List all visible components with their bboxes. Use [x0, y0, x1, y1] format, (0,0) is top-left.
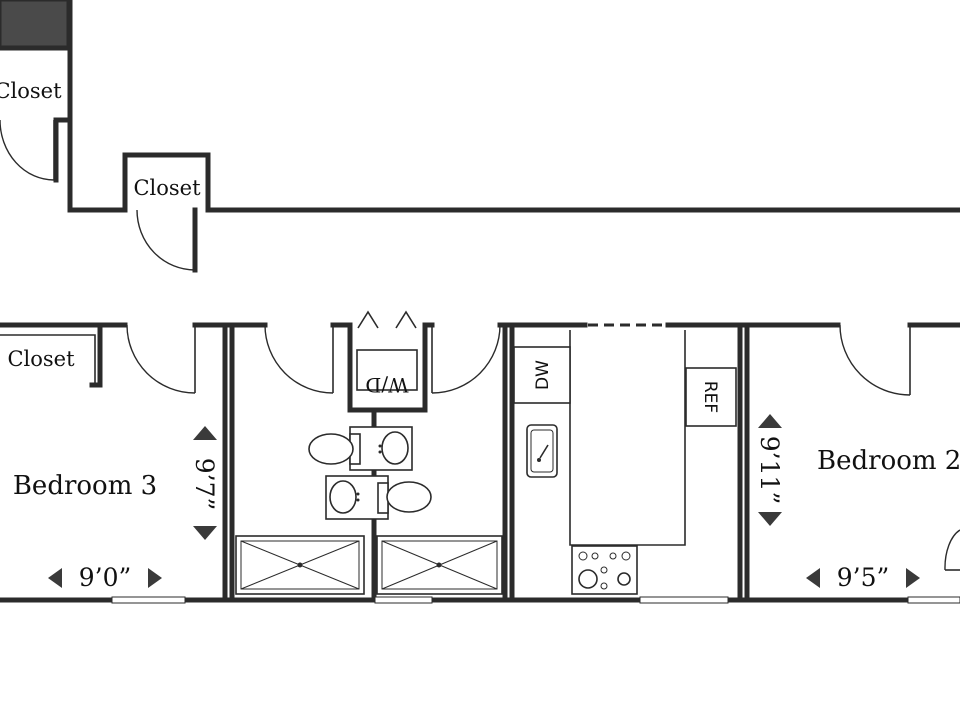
dim-bedroom3-length: 9’7”	[190, 426, 219, 540]
bath-fixtures	[308, 426, 432, 520]
washer-dryer	[356, 349, 418, 391]
arrow-left-icon	[806, 568, 820, 588]
dishwasher-label: DW	[533, 360, 553, 390]
door-bath-left	[264, 324, 334, 394]
toilet-lower	[386, 481, 432, 513]
arrow-left-icon	[48, 568, 62, 588]
kitchen: DW REF	[513, 323, 737, 595]
dim-bedroom3-width: 9’0”	[48, 563, 162, 592]
lower-walls	[0, 322, 960, 603]
window-bedroom3	[111, 596, 186, 604]
toilet-upper	[308, 433, 354, 465]
window-bath	[374, 596, 433, 604]
stove	[571, 545, 638, 595]
kitchen-sink	[526, 424, 558, 478]
dim-bedroom2-width: 9’5”	[806, 563, 920, 592]
door-bath-right	[431, 324, 501, 394]
shower-left	[235, 535, 365, 595]
arrow-up-icon	[758, 414, 782, 428]
window-bedroom2	[907, 596, 960, 604]
door-left-closet	[0, 334, 96, 383]
room-label-bedroom2: Bedroom 2	[817, 446, 960, 476]
arrow-right-icon	[148, 568, 162, 588]
closet-label-middle: Closet	[133, 176, 201, 200]
door-bedroom2-closet	[944, 529, 960, 571]
dishwasher	[513, 346, 571, 404]
washer-dryer-label: W/D	[365, 373, 408, 397]
closet-label-left: Closet	[7, 347, 75, 371]
shower-right	[376, 535, 503, 595]
dim-label-bedroom3-length: 9’7”	[190, 458, 219, 511]
top-closet-door	[0, 119, 55, 181]
arrow-down-icon	[193, 526, 217, 540]
dim-label-bedroom2-length: 9’11”	[755, 436, 784, 504]
dark-block	[0, 0, 70, 50]
refrigerator-label: REF	[700, 381, 720, 413]
closet-label-top: Closet	[0, 79, 62, 103]
arrow-right-icon	[906, 568, 920, 588]
wd-bifold-door	[357, 310, 417, 329]
middle-closet-door	[136, 209, 196, 271]
windows	[111, 596, 960, 604]
door-bedroom2	[839, 324, 911, 396]
dim-bedroom2-length: 9’11”	[755, 414, 784, 526]
refrigerator	[685, 367, 737, 427]
upper-walls	[0, 0, 960, 273]
room-label-bedroom3: Bedroom 3	[13, 471, 157, 501]
arrow-up-icon	[193, 426, 217, 440]
dim-label-bedroom2-width: 9’5”	[837, 563, 890, 592]
arrow-down-icon	[758, 512, 782, 526]
door-bedroom3	[126, 324, 196, 394]
window-kitchen	[639, 596, 729, 604]
dim-label-bedroom3-width: 9’0”	[79, 563, 132, 592]
